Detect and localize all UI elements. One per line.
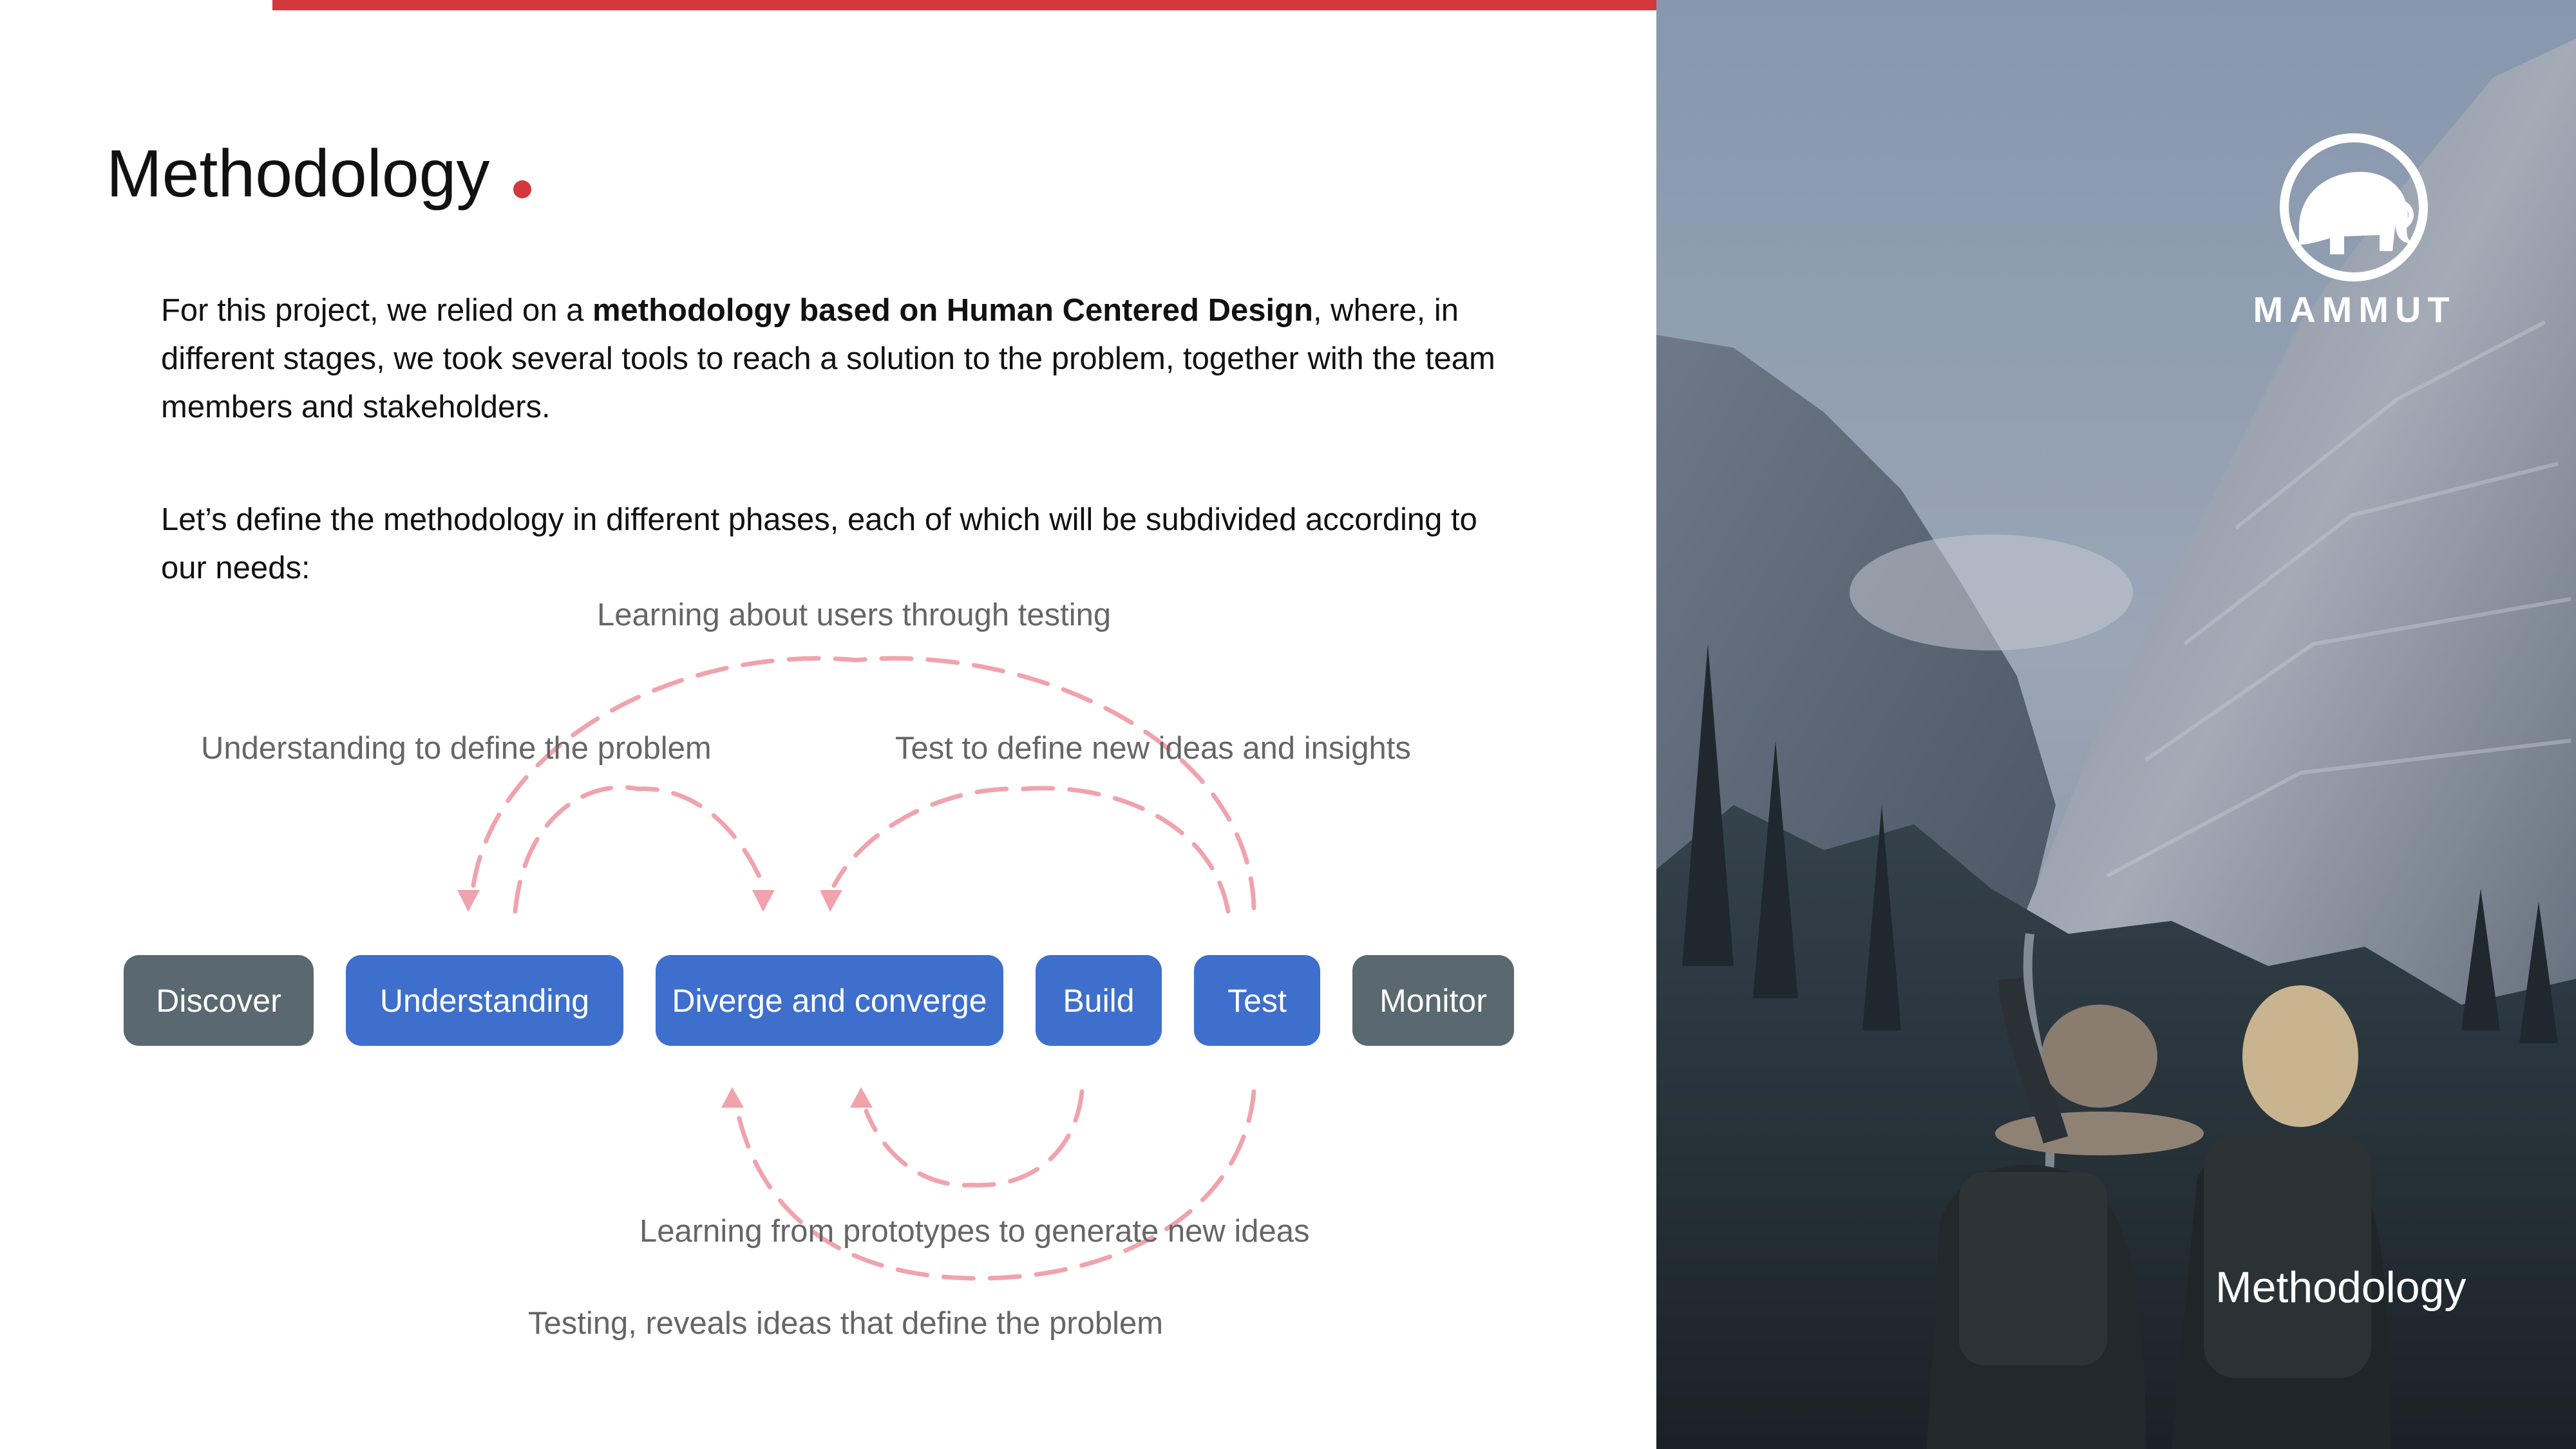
caption-learning-prototypes: Learning from prototypes to generate new…	[639, 1214, 1310, 1249]
mammut-logo-icon	[2280, 133, 2428, 281]
hiker-right	[2172, 985, 2391, 1449]
caption-testing-reveals: Testing, reveals ideas that define the p…	[528, 1306, 1164, 1341]
phase-diverge-converge[interactable]: Diverge and converge	[656, 955, 1003, 1046]
arrowhead-1	[457, 890, 480, 912]
caption-understanding-define: Understanding to define the problem	[201, 731, 712, 766]
hiker-left	[1927, 977, 2204, 1449]
arrow-test-to-early	[735, 1089, 1256, 1281]
intro-text-bold: methodology based on Human Centered Desi…	[592, 293, 1313, 328]
content-area: Methodology For this project, we relied …	[106, 137, 1520, 1341]
arrowhead-4	[721, 1087, 744, 1108]
phase-understanding[interactable]: Understanding	[346, 955, 623, 1046]
phase-build[interactable]: Build	[1036, 955, 1162, 1046]
phase-arrows	[457, 656, 1256, 1281]
title-dot	[513, 180, 531, 198]
intro-text-end: , where, in different stages, we took se…	[161, 293, 1495, 424]
arrow-build-to-diverge	[864, 1089, 1084, 1188]
mountain-photo	[1656, 0, 2576, 1449]
arrowhead-3	[820, 890, 842, 912]
caption-learning-users: Learning about users through testing	[597, 598, 1112, 632]
phase-monitor[interactable]: Monitor	[1352, 955, 1514, 1046]
intro-paragraph: For this project, we relied on a methodo…	[161, 287, 1520, 431]
arrowhead-5	[850, 1087, 873, 1108]
mountain-scene-image	[1656, 0, 2576, 1449]
arrowhead-2	[752, 890, 775, 912]
sidebar-section-label: Methodology	[2215, 1263, 2467, 1312]
phase-test[interactable]: Test	[1194, 955, 1320, 1046]
page-title: Methodology	[106, 137, 490, 211]
intro-text-start: For this project, we relied on a	[161, 293, 592, 328]
phase-discover[interactable]: Discover	[124, 955, 314, 1046]
arrow-diverge-to-understanding	[513, 784, 766, 914]
arrow-test-to-diverge	[831, 786, 1231, 914]
caption-test-define: Test to define new ideas and insights	[895, 731, 1411, 766]
arrow-test-to-understanding	[471, 656, 1256, 911]
phases-paragraph: Let’s define the methodology in differen…	[161, 502, 1477, 585]
brand-wordmark: MAMMUT	[2253, 289, 2456, 330]
